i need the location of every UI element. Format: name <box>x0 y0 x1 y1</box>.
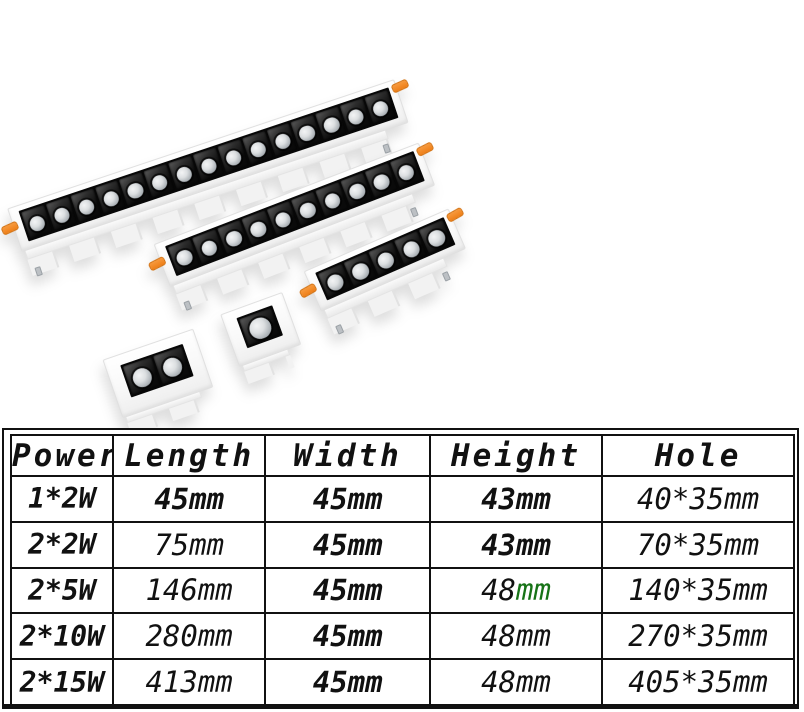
spec-cell: 70*35mm <box>601 520 795 569</box>
led-lens <box>199 156 219 176</box>
spec-cell: 75mm <box>111 520 267 569</box>
led-lens <box>27 213 47 234</box>
reflector-channel <box>120 343 194 398</box>
led-lens <box>160 354 185 380</box>
spec-cell: 45mm <box>264 612 431 661</box>
product-photo-mini-1 <box>220 291 308 385</box>
spec-cell: 43mm <box>428 475 604 523</box>
led-lens <box>425 227 448 249</box>
spec-cell: 146mm <box>111 566 267 615</box>
spring-clip <box>390 78 410 94</box>
led-lens <box>248 219 269 240</box>
led-lens <box>322 190 343 212</box>
column-header-width: Width <box>264 434 431 477</box>
spec-cell: 270*35mm <box>601 612 795 661</box>
spec-cell: 48mm <box>428 658 604 706</box>
spec-cell: 45mm <box>264 475 431 523</box>
spec-cell: 45mm <box>111 475 267 523</box>
product-gallery <box>0 78 467 436</box>
led-lens <box>150 172 170 193</box>
led-lens <box>346 107 366 127</box>
led-lens <box>370 98 391 119</box>
led-lens <box>199 238 220 259</box>
led-lens <box>371 171 392 193</box>
spec-cell: 405*35mm <box>601 658 795 706</box>
led-lens <box>52 205 72 225</box>
spring-clip <box>415 141 435 158</box>
led-lens <box>396 162 417 183</box>
reflector-channel <box>236 305 284 349</box>
power-cell: 2*5W <box>10 566 114 615</box>
spring-clip <box>147 255 167 272</box>
led-cell <box>238 307 281 346</box>
led-lens <box>324 271 347 293</box>
spec-cell: 40*35mm <box>601 475 795 523</box>
led-lens <box>272 131 293 152</box>
column-header-power: Power <box>10 434 114 477</box>
led-lens <box>400 238 423 260</box>
power-cell: 2*2W <box>10 520 114 569</box>
power-cell: 2*10W <box>10 612 114 661</box>
led-lens <box>347 181 368 202</box>
spring-clip <box>445 206 465 223</box>
spec-cell: 43mm <box>428 520 604 569</box>
led-lens <box>273 209 294 230</box>
led-lens <box>321 115 342 135</box>
spec-cell: 45mm <box>264 566 431 615</box>
spec-cell: 48mm <box>428 566 604 615</box>
spring-clip <box>0 220 20 236</box>
led-lens <box>246 314 275 343</box>
led-lens <box>174 247 195 268</box>
led-lens <box>174 164 195 184</box>
spec-cell: 48mm <box>428 612 604 661</box>
spring-clip <box>298 282 318 299</box>
spec-cell: 280mm <box>111 612 267 661</box>
led-lens <box>125 180 146 201</box>
column-header-length: Length <box>111 434 267 477</box>
spec-cell: 140*35mm <box>601 566 795 615</box>
led-lens <box>223 228 244 249</box>
led-lens <box>101 189 121 209</box>
led-lens <box>223 148 244 168</box>
led-lens <box>297 200 318 221</box>
led-lens <box>130 365 155 390</box>
led-lens <box>349 260 372 282</box>
product-photo-mini-2 <box>102 328 219 437</box>
green-unit-label: mm <box>516 573 551 608</box>
spec-cell: 413mm <box>111 658 267 706</box>
led-lens <box>248 139 268 160</box>
power-cell: 1*2W <box>10 475 114 523</box>
led-lens <box>76 197 97 217</box>
spec-cell: 45mm <box>264 520 431 569</box>
column-header-hole: Hole <box>601 434 795 477</box>
column-header-height: Height <box>428 434 604 477</box>
led-lens <box>375 249 397 271</box>
power-cell: 2*15W <box>10 658 114 706</box>
led-lens <box>297 123 317 143</box>
spec-cell: 45mm <box>264 658 431 706</box>
